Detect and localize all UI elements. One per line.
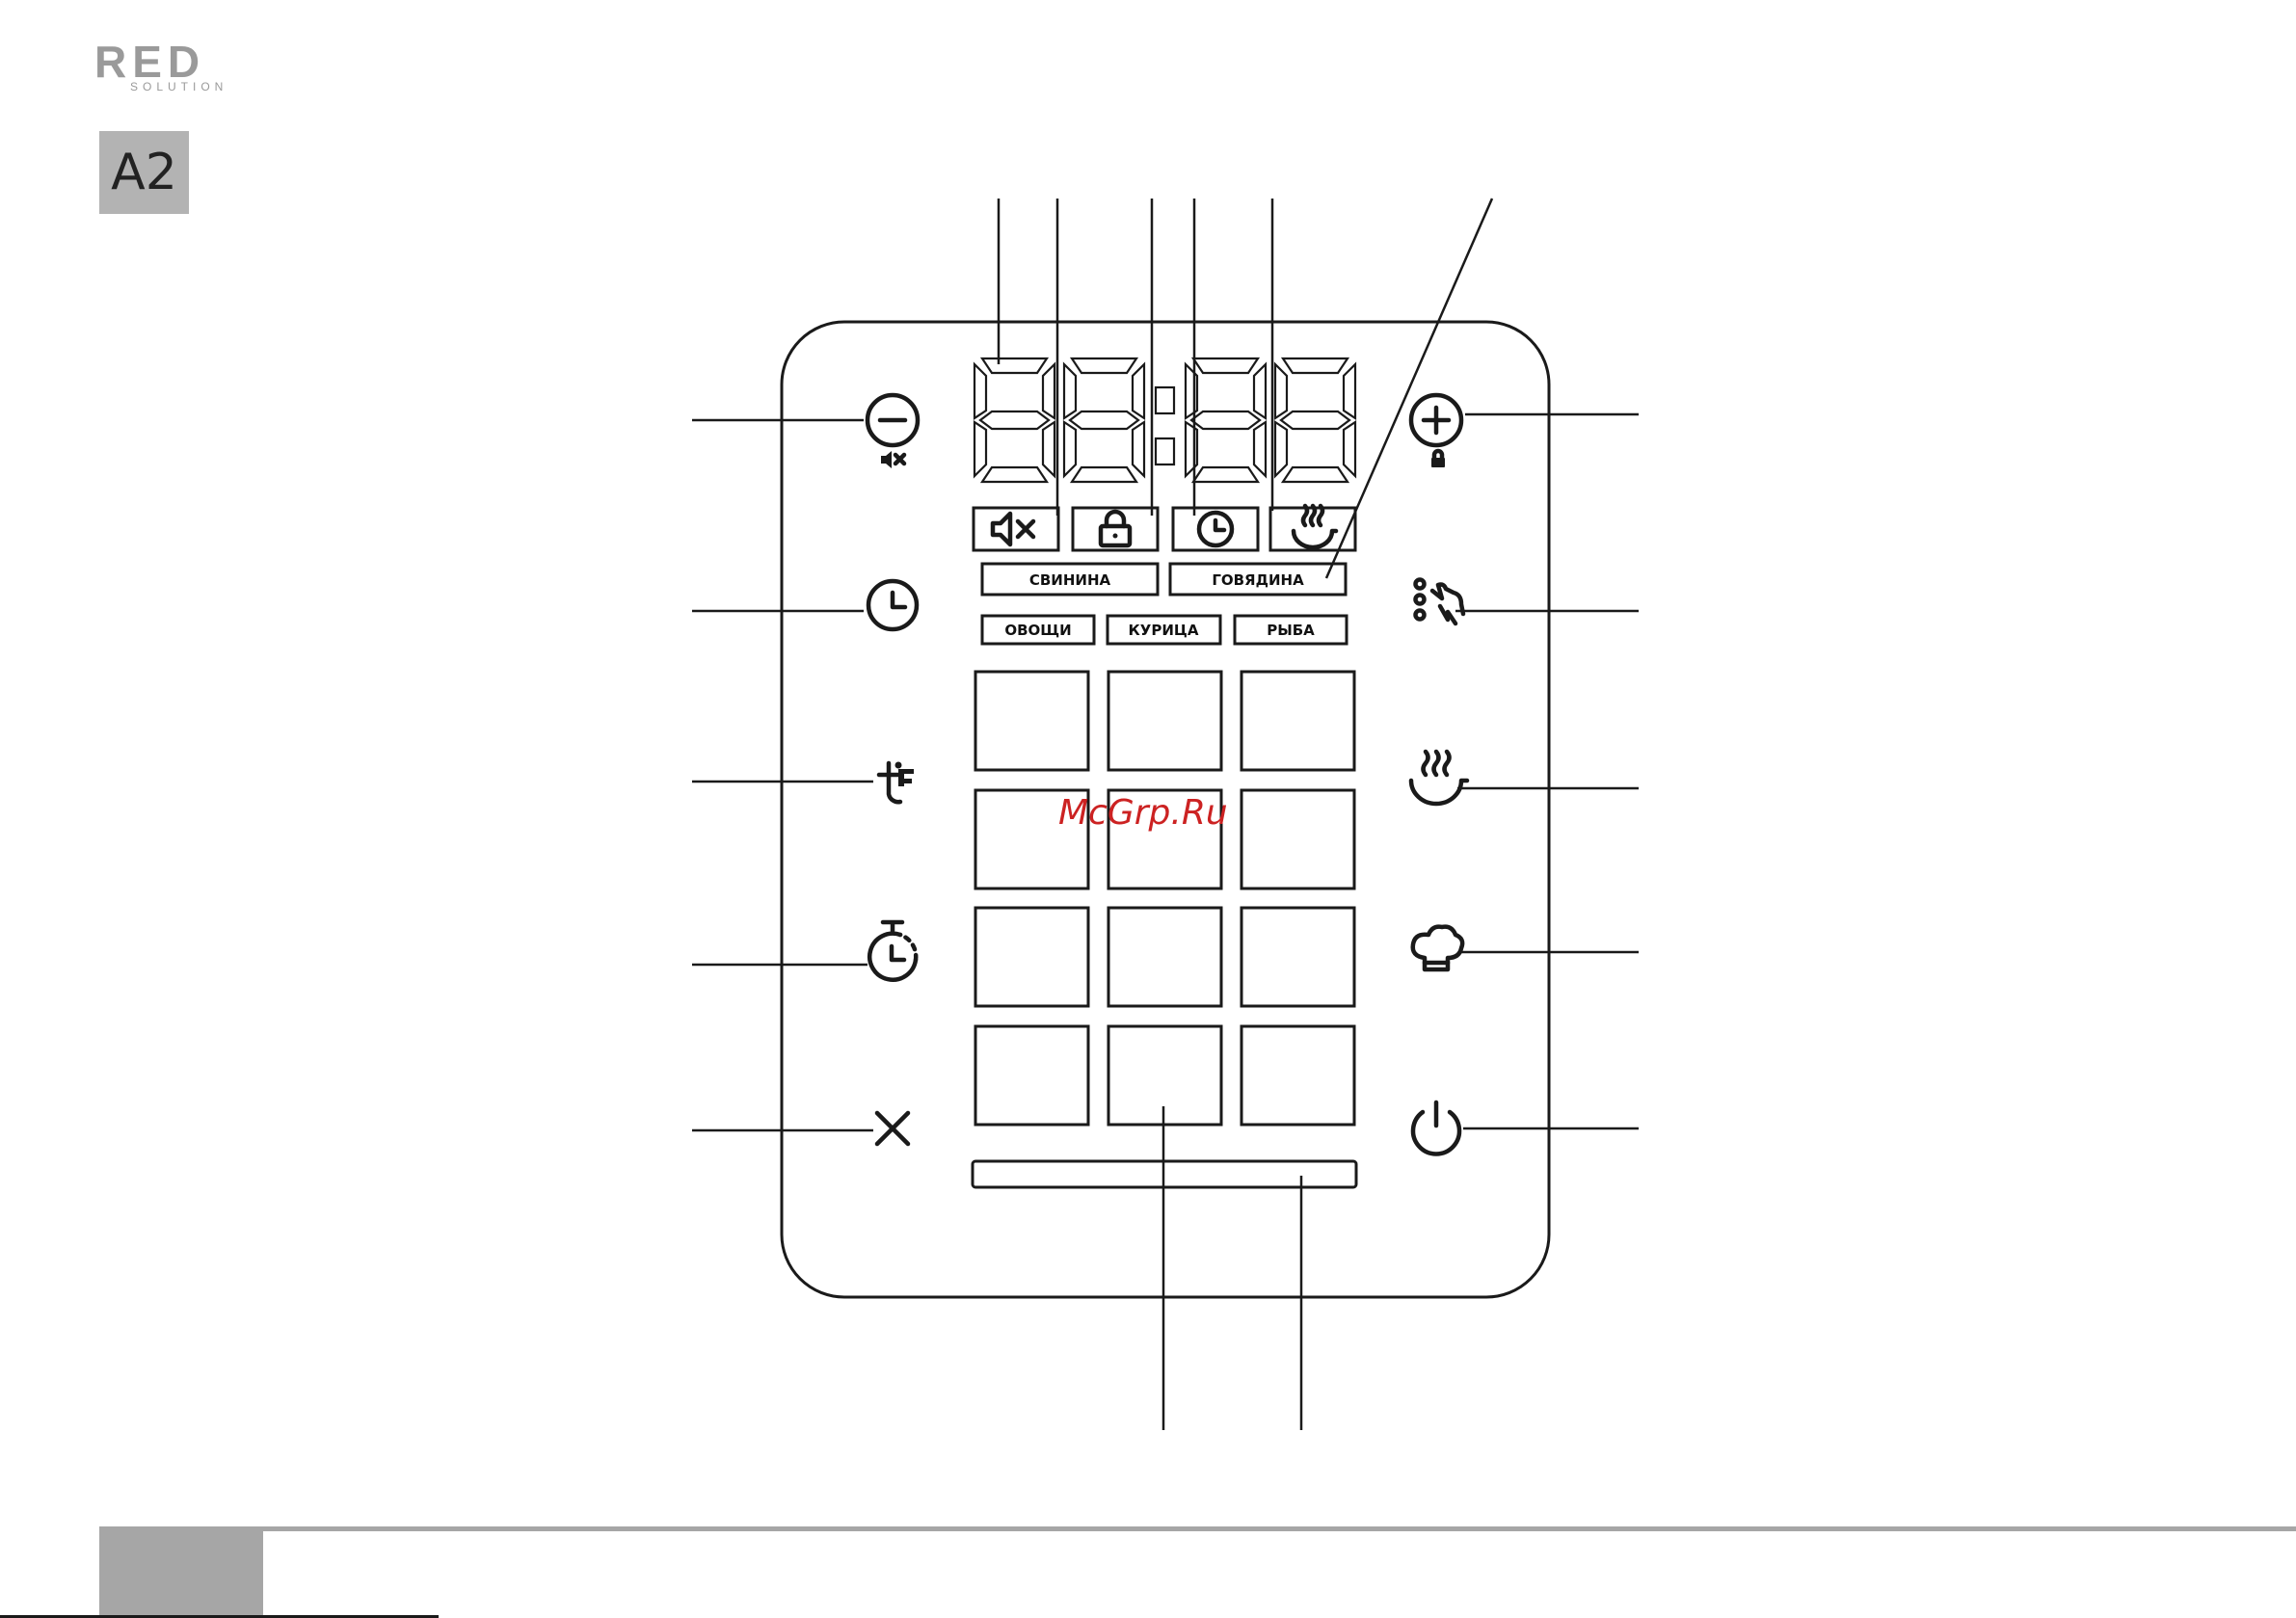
timer-button[interactable] — [869, 922, 916, 980]
display-segment — [1193, 358, 1258, 373]
indicator-row — [974, 506, 1355, 550]
display-segment — [1275, 422, 1287, 476]
display-segment — [1064, 364, 1076, 418]
display-segment — [1043, 364, 1055, 418]
brand-sub: SOLUTION — [130, 80, 227, 93]
mute-small-icon — [881, 451, 904, 468]
display-segment — [1064, 422, 1076, 476]
display-segment — [1072, 358, 1136, 373]
display-digit — [1064, 358, 1144, 482]
display-segment — [982, 358, 1047, 373]
left-button-column — [868, 395, 918, 1144]
footer-page-tab — [99, 1526, 263, 1618]
display-segment — [1283, 467, 1348, 482]
seven-segment-display — [974, 358, 1355, 482]
display-segment — [1070, 411, 1138, 429]
display-colon — [1156, 387, 1174, 464]
mode-labels: СВИНИНА ГОВЯДИНА ОВОЩИ КУРИЦА РЫБА — [982, 564, 1347, 644]
program-cell[interactable] — [1108, 908, 1221, 1006]
power-button[interactable] — [1413, 1102, 1459, 1154]
display-segment — [980, 411, 1049, 429]
chef-hat-button[interactable] — [1413, 927, 1462, 969]
display-segment — [1254, 364, 1266, 418]
lock-small-icon — [1431, 451, 1445, 467]
program-cell[interactable] — [975, 1026, 1088, 1125]
brand-logo: RED SOLUTION — [94, 37, 227, 93]
display-digit — [974, 358, 1055, 482]
mute-icon — [993, 514, 1033, 544]
cancel-button[interactable] — [877, 1113, 908, 1144]
minus-button[interactable] — [868, 395, 918, 445]
mode-label-fish: РЫБА — [1267, 622, 1315, 639]
mode-label-beef: ГОВЯДИНА — [1212, 571, 1304, 589]
program-cell[interactable] — [1241, 908, 1354, 1006]
program-cell[interactable] — [1108, 672, 1221, 770]
mode-label-chicken: КУРИЦА — [1129, 622, 1199, 639]
display-digit — [1186, 358, 1266, 482]
display-digit — [1275, 358, 1355, 482]
program-cell[interactable] — [975, 672, 1088, 770]
display-segment — [1254, 422, 1266, 476]
footer-bar — [0, 1526, 2296, 1618]
right-button-column — [1411, 395, 1467, 1154]
keep-warm-button[interactable] — [1411, 752, 1467, 804]
display-segment — [1193, 467, 1258, 482]
display-segment — [1283, 358, 1348, 373]
display-segment — [1344, 422, 1355, 476]
program-cell[interactable] — [975, 908, 1088, 1006]
display-segment — [1275, 364, 1287, 418]
clock-icon — [1199, 513, 1232, 545]
plus-button[interactable] — [1411, 395, 1461, 445]
program-cell[interactable] — [1241, 790, 1354, 889]
temperature-button[interactable] — [879, 762, 914, 803]
display-segment — [1043, 422, 1055, 476]
watermark: McGrp.Ru — [1058, 793, 1228, 833]
mode-label-pork: СВИНИНА — [1029, 571, 1111, 589]
keep-warm-icon — [1294, 506, 1336, 547]
display-segment — [1191, 411, 1260, 429]
display-segment — [1281, 411, 1349, 429]
clock-button[interactable] — [868, 581, 917, 629]
mute-indicator-box — [974, 508, 1058, 550]
program-cell[interactable] — [1241, 672, 1354, 770]
program-cell[interactable] — [1108, 1026, 1221, 1125]
lock-icon — [1101, 512, 1130, 545]
display-segment — [982, 467, 1047, 482]
display-segment — [1133, 422, 1144, 476]
display-segment — [974, 364, 986, 418]
manual-mode-button[interactable] — [1416, 580, 1464, 624]
display-segment — [1133, 364, 1144, 418]
program-cell[interactable] — [1241, 1026, 1354, 1125]
display-segment — [1344, 364, 1355, 418]
display-segment — [974, 422, 986, 476]
program-grid — [975, 672, 1354, 1125]
display-segment — [1072, 467, 1136, 482]
mode-label-vegetables: ОВОЩИ — [1004, 622, 1071, 639]
